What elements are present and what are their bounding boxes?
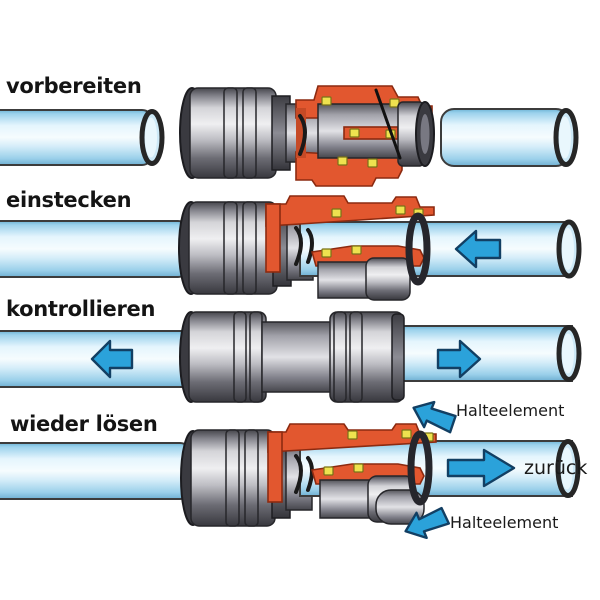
step-3-illustration xyxy=(0,311,582,403)
pipe-right xyxy=(440,108,579,167)
step-label-einstecken: einstecken xyxy=(6,188,132,212)
step-1-illustration xyxy=(0,85,579,187)
annotation-halteelement-bottom: Halteelement xyxy=(450,513,559,532)
step-4-illustration xyxy=(0,400,581,540)
arrow-right-icon xyxy=(436,339,482,379)
step-label-vorbereiten: vorbereiten xyxy=(6,74,142,98)
pipe-left xyxy=(0,220,189,278)
arrow-up-left-icon xyxy=(404,506,451,540)
arrow-down-left-icon xyxy=(412,400,457,434)
arrow-left-icon xyxy=(454,229,502,269)
pipe-left xyxy=(0,109,165,166)
step-label-kontrollieren: kontrollieren xyxy=(6,297,156,321)
annotation-halteelement-top: Halteelement xyxy=(456,401,565,420)
step-2-illustration xyxy=(0,195,582,301)
annotation-zurueck: zurück xyxy=(524,457,588,479)
connector-closed xyxy=(179,311,405,403)
arrow-left-icon xyxy=(90,339,134,379)
step-label-wieder-loesen: wieder lösen xyxy=(10,412,158,436)
connector-cutaway xyxy=(179,85,435,187)
pipe-left xyxy=(0,442,191,500)
pipe-right xyxy=(391,325,582,382)
connector-cutaway-front xyxy=(267,423,437,525)
arrow-right-icon xyxy=(446,448,516,488)
connector-cutaway-front xyxy=(265,195,435,301)
